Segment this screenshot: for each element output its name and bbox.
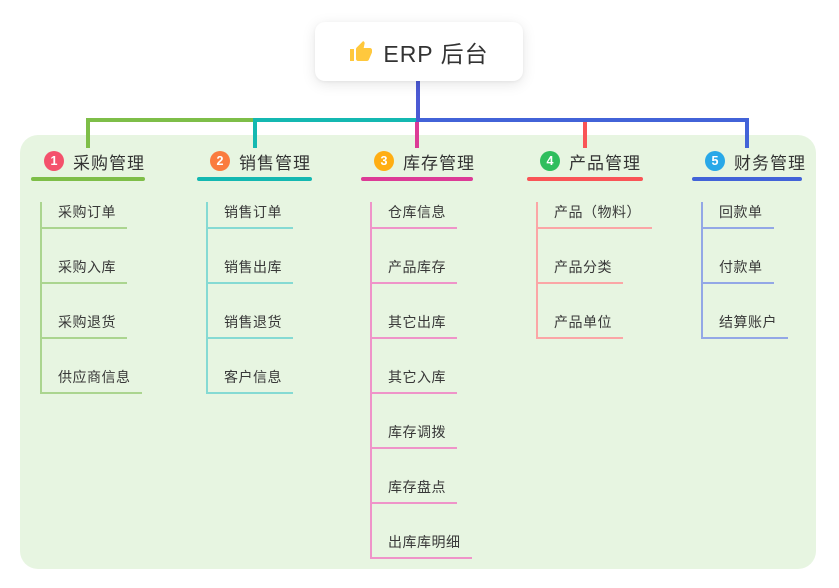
- branch-connector-drop: [745, 118, 749, 148]
- child-node[interactable]: 产品分类: [536, 257, 623, 284]
- branch-underline: [692, 177, 802, 181]
- branch: 4 产品管理 产品（物料） 产品分类产品单位: [527, 148, 652, 339]
- child-node[interactable]: 产品单位: [536, 312, 623, 339]
- child-node[interactable]: 采购订单: [40, 202, 127, 229]
- branch-underline: [361, 177, 473, 181]
- child-node[interactable]: 库存调拨: [370, 422, 457, 449]
- child-node[interactable]: 其它入库: [370, 367, 457, 394]
- branch-title: 产品管理: [569, 153, 641, 173]
- branch-title: 库存管理: [403, 153, 475, 173]
- branch-connector-horizontal: [86, 118, 255, 122]
- branch-number-badge: 1: [44, 151, 64, 171]
- branch: 5 财务管理 回款单付款单结算账户: [692, 148, 805, 339]
- branch-title: 销售管理: [239, 153, 311, 173]
- child-node[interactable]: 销售订单: [206, 202, 293, 229]
- child-node[interactable]: 仓库信息: [370, 202, 457, 229]
- branch: 3 库存管理 仓库信息产品库存其它出库其它入库库存调拨库存盘点出库库明细: [361, 148, 475, 559]
- branch-children: 销售订单销售出库销售退货客户信息: [206, 202, 312, 394]
- branch-number-badge: 2: [210, 151, 230, 171]
- branch-connector-horizontal: [416, 118, 749, 122]
- child-node[interactable]: 销售退货: [206, 312, 293, 339]
- branch: 2 销售管理 销售订单销售出库销售退货客户信息: [197, 148, 312, 394]
- branch-connector-drop: [86, 118, 90, 148]
- branch: 1 采购管理 采购订单采购入库采购退货供应商信息: [31, 148, 145, 394]
- child-node[interactable]: 产品（物料）: [536, 202, 652, 229]
- branch-underline: [31, 177, 145, 181]
- branch-underline: [527, 177, 643, 181]
- root-stem-line: [416, 81, 420, 122]
- branch-children: 采购订单采购入库采购退货供应商信息: [40, 202, 145, 394]
- child-node[interactable]: 回款单: [701, 202, 774, 229]
- child-node[interactable]: 采购退货: [40, 312, 127, 339]
- thumbs-up-icon: [349, 40, 373, 64]
- branch-node[interactable]: 1 采购管理: [31, 148, 145, 174]
- branch-node[interactable]: 5 财务管理: [692, 148, 805, 174]
- child-node[interactable]: 供应商信息: [40, 367, 142, 394]
- child-node[interactable]: 结算账户: [701, 312, 788, 339]
- branch-connector-horizontal: [252, 118, 420, 122]
- branch-number-badge: 3: [374, 151, 394, 171]
- child-node[interactable]: 采购入库: [40, 257, 127, 284]
- branch-title: 财务管理: [734, 153, 806, 173]
- branch-children: 回款单付款单结算账户: [701, 202, 802, 339]
- branch-connector-drop: [415, 118, 419, 148]
- root-node-label: ERP 后台: [383, 40, 489, 67]
- branch-underline: [197, 177, 312, 181]
- child-node[interactable]: 库存盘点: [370, 477, 457, 504]
- root-node[interactable]: ERP 后台: [315, 22, 523, 81]
- branch-node[interactable]: 3 库存管理: [361, 148, 475, 174]
- child-node[interactable]: 产品库存: [370, 257, 457, 284]
- child-node[interactable]: 其它出库: [370, 312, 457, 339]
- branch-node[interactable]: 2 销售管理: [197, 148, 312, 174]
- child-node[interactable]: 出库库明细: [370, 532, 472, 559]
- branch-connector-drop: [583, 118, 587, 148]
- branch-node[interactable]: 4 产品管理: [527, 148, 643, 174]
- branch-number-badge: 4: [540, 151, 560, 171]
- child-node[interactable]: 销售出库: [206, 257, 293, 284]
- branch-number-badge: 5: [705, 151, 725, 171]
- mindmap-panel: [20, 135, 816, 569]
- child-node[interactable]: 客户信息: [206, 367, 293, 394]
- branch-children: 产品（物料） 产品分类产品单位: [536, 202, 652, 339]
- child-node[interactable]: 付款单: [701, 257, 774, 284]
- branch-title: 采购管理: [73, 153, 145, 173]
- branch-connector-drop: [252, 118, 257, 148]
- branch-children: 仓库信息产品库存其它出库其它入库库存调拨库存盘点出库库明细: [370, 202, 473, 559]
